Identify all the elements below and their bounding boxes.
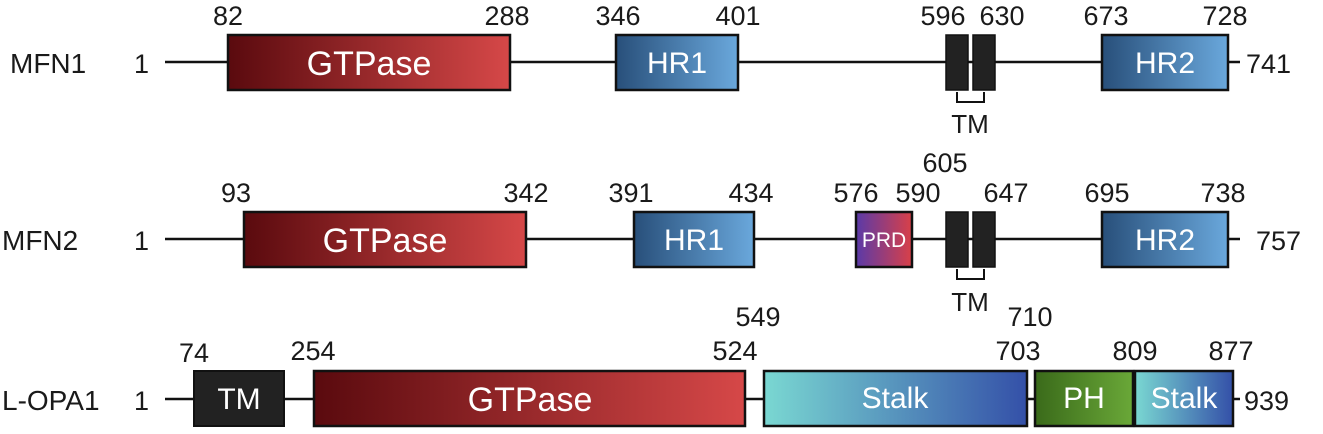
- gtpase-start-mfn1: 82: [213, 1, 243, 31]
- stalk-domain-2-l-opa1: [1133, 369, 1235, 428]
- gtpase-start-l-opa1: 254: [290, 336, 335, 366]
- hr1-end-mfn2: 434: [728, 178, 773, 208]
- stalk-label-1-l-opa1: Stalk: [862, 382, 930, 415]
- protein-row-l-opa1: L-OPA1 1 939 TM 74 GTPase 254 524 Stalk …: [2, 302, 1289, 428]
- stalk-end-l-opa1: 703: [995, 336, 1040, 366]
- tm-label-mfn1: TM: [951, 109, 989, 139]
- ph-domain-l-opa1: [1033, 369, 1135, 428]
- start-position-l-opa1: 1: [134, 386, 149, 416]
- ph-end-l-opa1: 809: [1112, 336, 1157, 366]
- gtpase-label-l-opa1: GTPase: [468, 381, 593, 419]
- stalk-start-l-opa1: 549: [735, 302, 780, 332]
- hr1-start-mfn1: 346: [595, 1, 640, 31]
- tm-label-l-opa1: TM: [217, 383, 260, 416]
- prd-end-mfn2: 590: [895, 178, 940, 208]
- hr1-domain-mfn2: [632, 210, 756, 269]
- ph-start-l-opa1: 710: [1007, 302, 1052, 332]
- protein-row-mfn2: MFN2 1 757 GTPase 93 342 HR1 391 434 PRD…: [2, 148, 1301, 317]
- start-position-mfn1: 1: [134, 49, 149, 79]
- gtpase-domain-mfn2: [242, 210, 528, 269]
- prd-domain-mfn2: [854, 210, 914, 269]
- gtpase-label-mfn2: GTPase: [323, 222, 448, 260]
- protein-name-l-opa1: L-OPA1: [2, 385, 100, 416]
- hr2-end-mfn1: 728: [1202, 1, 1247, 31]
- tm-end-mfn2: 647: [983, 178, 1028, 208]
- tm-start-mfn2: 605: [922, 148, 967, 178]
- tm-end-mfn1: 630: [979, 1, 1024, 31]
- hr1-label-mfn2: HR1: [664, 224, 724, 257]
- tm-domain-l-opa1: [193, 370, 285, 427]
- hr2-start-mfn2: 695: [1084, 178, 1129, 208]
- tm-segment-1-mfn1: [945, 34, 969, 91]
- hr2-domain-mfn2: [1100, 210, 1230, 269]
- gtpase-end-mfn1: 288: [484, 1, 529, 31]
- tm-segment-1-mfn2: [945, 211, 969, 268]
- gtpase-domain-l-opa1: [312, 369, 747, 428]
- tm-bracket-mfn2: [956, 269, 985, 280]
- protein-row-mfn1: MFN1 1 741 GTPase 82 288 HR1 346 401 596…: [10, 1, 1291, 139]
- tm-segment-2-mfn2: [972, 211, 996, 268]
- hr1-label-mfn1: HR1: [647, 47, 707, 80]
- hr1-end-mfn1: 401: [715, 1, 760, 31]
- gtpase-domain-mfn1: [226, 33, 512, 92]
- stalk-domain-1-l-opa1: [762, 369, 1029, 428]
- stalk-label-2-l-opa1: Stalk: [1151, 382, 1219, 415]
- end-position-l-opa1: 939: [1244, 386, 1289, 416]
- hr2-start-mfn1: 673: [1083, 1, 1128, 31]
- gtpase-end-mfn2: 342: [503, 178, 548, 208]
- end-position-mfn1: 741: [1246, 49, 1291, 79]
- tm-bracket-mfn1: [956, 92, 985, 103]
- hr2-label-mfn1: HR2: [1135, 47, 1195, 80]
- end-position-mfn2: 757: [1256, 226, 1301, 256]
- protein-name-mfn1: MFN1: [10, 48, 86, 79]
- start-position-mfn2: 1: [134, 226, 149, 256]
- hr2-end-mfn2: 738: [1200, 178, 1245, 208]
- hr1-domain-mfn1: [614, 33, 740, 92]
- tm-start-mfn1: 596: [920, 1, 965, 31]
- hr1-start-mfn2: 391: [608, 178, 653, 208]
- gtpase-end-l-opa1: 524: [712, 336, 757, 366]
- prd-label-mfn2: PRD: [862, 229, 906, 252]
- stalk2-end-l-opa1: 877: [1208, 336, 1253, 366]
- tm-label-mfn2: TM: [951, 287, 989, 317]
- prd-start-mfn2: 576: [833, 178, 878, 208]
- tm-end-l-opa1: 74: [179, 338, 209, 368]
- gtpase-start-mfn2: 93: [221, 178, 251, 208]
- ph-label-l-opa1: PH: [1063, 382, 1105, 415]
- protein-name-mfn2: MFN2: [2, 225, 78, 256]
- gtpase-label-mfn1: GTPase: [307, 45, 432, 83]
- tm-segment-2-mfn1: [972, 34, 996, 91]
- hr2-label-mfn2: HR2: [1135, 224, 1195, 257]
- hr2-domain-mfn1: [1100, 33, 1230, 92]
